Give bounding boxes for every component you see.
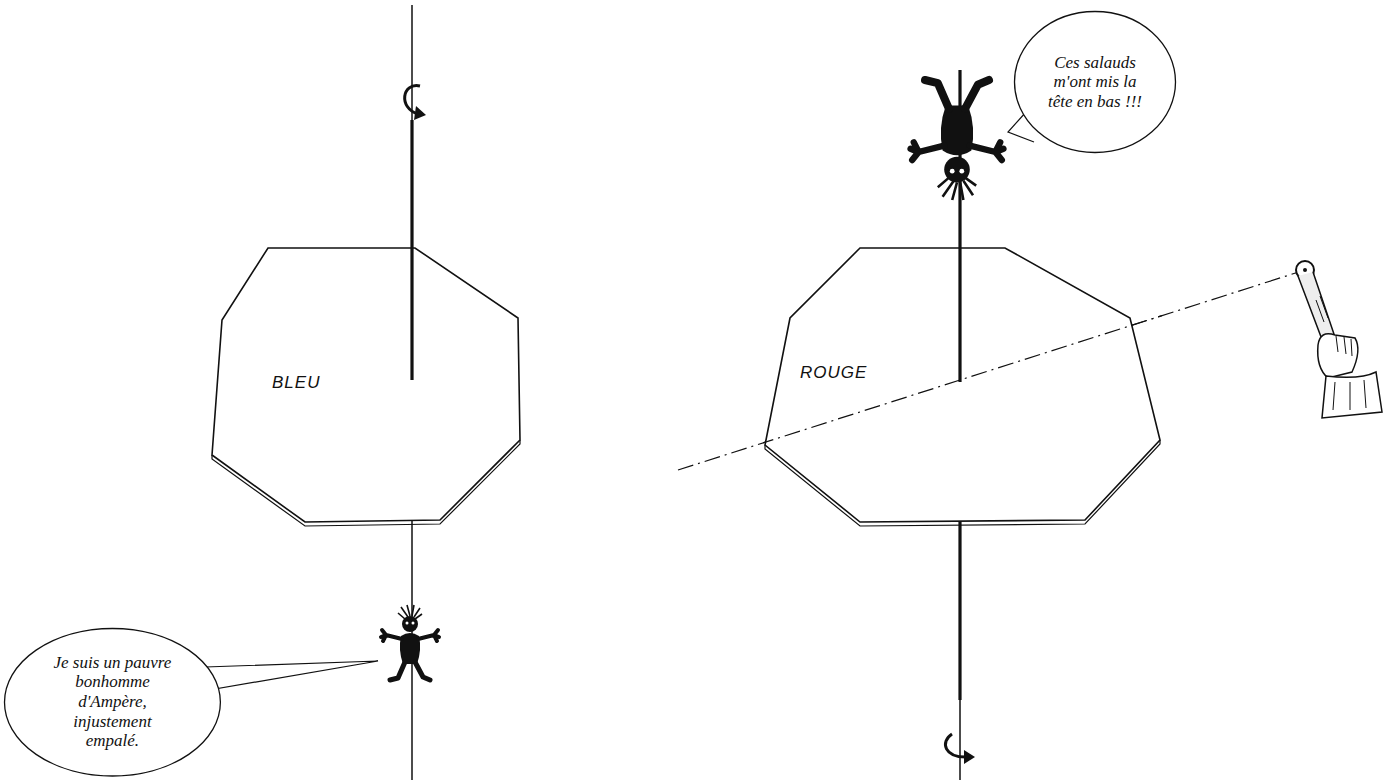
speech-text: Ces salauds m'ont mis la tête en bas !!! — [1043, 53, 1147, 112]
rotation-axis — [410, 120, 413, 250]
ampere-figure — [381, 605, 439, 680]
rotation-axis — [958, 248, 961, 382]
plate-rouge: ROUGE — [763, 246, 1162, 528]
speech-bubble: Ces salauds m'ont mis la tête en bas !!! — [1013, 10, 1177, 154]
ampere-figure-upside-down — [911, 80, 1004, 200]
plate-bleu: BLEU — [210, 246, 522, 528]
rotation-axis — [959, 700, 961, 780]
rotation-arrowhead — [414, 106, 426, 120]
sleeve-folds — [1333, 380, 1366, 410]
crank-arm-detail — [1316, 296, 1328, 322]
speech-bubble: Je suis un pauvre bonhomme d'Ampère, inj… — [3, 627, 222, 777]
plate-outline — [763, 246, 1162, 528]
rotation-axis — [410, 248, 413, 380]
plate-label: ROUGE — [800, 363, 867, 383]
rotation-axis — [958, 520, 961, 700]
plate-outline — [210, 246, 522, 528]
sleeve — [1322, 372, 1382, 418]
plate-edge — [765, 440, 1160, 526]
bubble-ellipse — [5, 628, 221, 775]
plate-face — [212, 248, 520, 522]
speech-text: Je suis un pauvre bonhomme d'Ampère, inj… — [51, 653, 173, 751]
plate-edge — [212, 440, 520, 526]
hand — [1318, 334, 1358, 378]
crank-axis — [763, 270, 1162, 470]
plate-face — [765, 248, 1160, 522]
plate-label: BLEU — [272, 373, 320, 393]
bubble-ellipse — [1015, 12, 1176, 153]
crank-hub — [1303, 268, 1307, 272]
hand-fingers — [1336, 336, 1352, 356]
rotation-arrowhead — [964, 750, 975, 764]
rotation-axis — [411, 5, 413, 120]
